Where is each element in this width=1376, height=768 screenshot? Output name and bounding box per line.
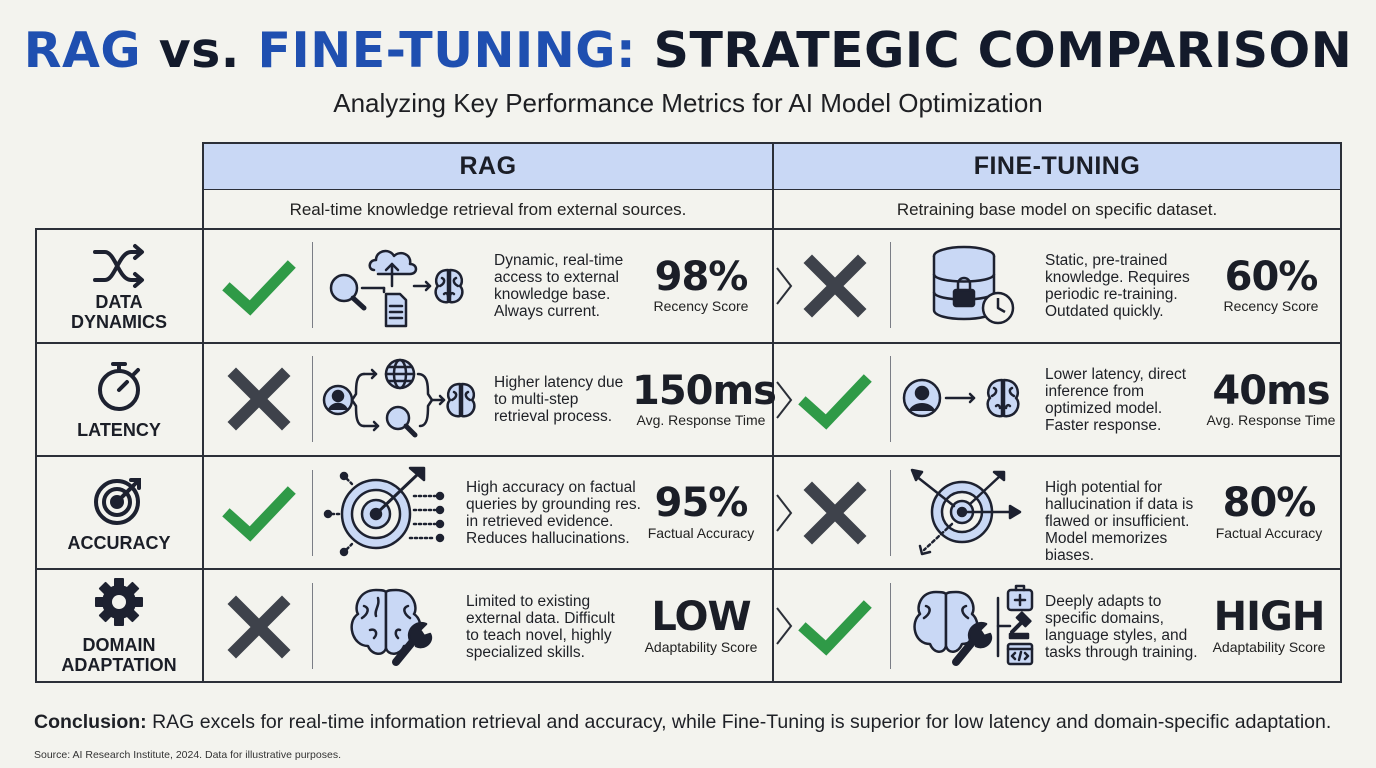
rag-accuracy-label: Factual Accuracy xyxy=(647,525,755,541)
cross-icon xyxy=(227,367,291,431)
rag-adaptability-value: LOW xyxy=(651,594,751,640)
cross-icon xyxy=(227,595,291,659)
ft-latency-label: Avg. Response Time xyxy=(1206,412,1336,428)
specialized-skills-illustration xyxy=(913,584,1034,666)
rag-latency-value: 150ms xyxy=(632,368,777,414)
cross-icon xyxy=(803,254,867,318)
chevron-right-icon xyxy=(776,494,793,532)
rag-recency-label: Recency Score xyxy=(653,298,749,314)
multi-step-retrieval-illustration xyxy=(322,358,476,438)
chevron-right-icon xyxy=(776,267,793,305)
check-icon xyxy=(798,374,872,430)
shuffle-icon xyxy=(93,244,144,288)
ft-header-fill xyxy=(773,143,1341,189)
check-icon xyxy=(222,486,296,542)
title-vs: vs. xyxy=(141,22,258,79)
page-title: RAG vs. FINE-TUNING: STRATEGIC COMPARISO… xyxy=(0,22,1376,79)
title-strategic-comparison: STRATEGIC COMPARISON xyxy=(636,22,1353,79)
title-rag: RAG xyxy=(23,22,142,79)
direct-inference-illustration xyxy=(902,378,1020,418)
conclusion-body: RAG excels for real-time information ret… xyxy=(146,711,1332,733)
brain-wrench-illustration xyxy=(350,588,433,666)
grounded-target-illustration xyxy=(323,466,445,557)
conclusion-label: Conclusion: xyxy=(34,711,147,733)
ft-accuracy-value: 80% xyxy=(1222,480,1317,526)
ft-adaptability-label: Adaptability Score xyxy=(1212,639,1326,655)
rag-accuracy-value: 95% xyxy=(654,480,749,526)
title-fine-tuning: FINE-TUNING: xyxy=(257,22,637,79)
page-subtitle: Analyzing Key Performance Metrics for AI… xyxy=(333,88,1043,118)
retrieval-illustration xyxy=(329,249,464,328)
check-icon xyxy=(798,600,872,656)
rag-recency-value: 98% xyxy=(654,254,749,300)
source-note: Source: AI Research Institute, 2024. Dat… xyxy=(34,749,341,761)
ft-accuracy-label: Factual Accuracy xyxy=(1215,525,1323,541)
missed-target-illustration xyxy=(910,468,1022,556)
row-label-latency: LATENCY xyxy=(77,420,161,440)
stopwatch-icon xyxy=(98,362,140,411)
gear-icon xyxy=(95,578,143,626)
rag-column-header: RAG xyxy=(459,152,517,180)
ft-recency-label: Recency Score xyxy=(1223,298,1319,314)
target-icon xyxy=(94,478,141,525)
conclusion-text: Conclusion: RAG excels for real-time inf… xyxy=(34,711,1331,734)
chevron-right-icon xyxy=(776,381,793,419)
rag-header-fill xyxy=(203,143,773,189)
cross-icon xyxy=(803,481,867,545)
ft-recency-value: 60% xyxy=(1224,254,1319,300)
rag-column-description: Real-time knowledge retrieval from exter… xyxy=(289,200,687,219)
rag-latency-label: Avg. Response Time xyxy=(636,412,766,428)
check-icon xyxy=(222,260,296,316)
ft-adaptability-value: HIGH xyxy=(1213,594,1326,640)
ft-column-header: FINE-TUNING xyxy=(973,152,1141,180)
rag-adaptability-label: Adaptability Score xyxy=(644,639,758,655)
ft-latency-value: 40ms xyxy=(1212,368,1330,414)
ft-column-description: Retraining base model on specific datase… xyxy=(896,200,1218,219)
chevron-right-icon xyxy=(776,607,793,645)
locked-database-illustration xyxy=(932,245,1015,325)
row-label-accuracy: ACCURACY xyxy=(67,533,171,553)
